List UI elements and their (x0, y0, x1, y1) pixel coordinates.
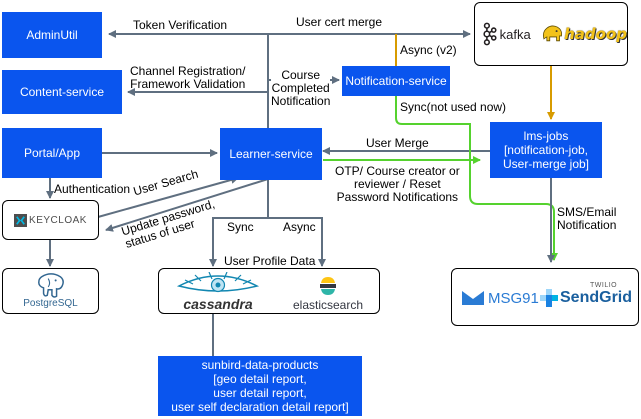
keycloak-box: KEYCLOAK (2, 200, 99, 240)
keycloak-icon (14, 213, 28, 227)
edge-sync-not-used (395, 96, 558, 261)
cassandra-wordmark: cassandra (183, 296, 253, 312)
kafka-icon (483, 22, 497, 46)
content-service-box: Content-service (2, 70, 122, 114)
keycloak-wordmark: KEYCLOAK (29, 214, 87, 226)
label-sync: Sync (227, 220, 254, 234)
cassandra-eye-icon (176, 272, 260, 293)
label-course-completed: Course Completed Notification (271, 68, 331, 108)
sendgrid-icon (540, 289, 558, 307)
label-sync-not-used: Sync(not used now) (400, 100, 507, 114)
edge-update-password (105, 178, 269, 232)
edge-sync (209, 180, 269, 267)
msg91-wordmark: MSG91 (488, 290, 539, 307)
elasticsearch-wordmark: elasticsearch (292, 298, 364, 312)
admin-util-box: AdminUtil (2, 12, 102, 58)
data-products-box: sunbird-data-products [geo detail report… (158, 356, 362, 416)
label-user-profile-data: User Profile Data (224, 254, 316, 268)
notification-service-label: Notification-service (345, 74, 447, 88)
kafka-wordmark: kafka (499, 26, 531, 42)
postgres-wordmark-sql: SQL (57, 298, 78, 309)
label-async-v2: Async (v2) (400, 43, 457, 57)
hadoop-elephant-icon (542, 25, 562, 42)
edge-async (268, 217, 326, 267)
label-sms-email: SMS/Email Notification (557, 205, 617, 232)
label-otp-notifications: OTP/ Course creator or reviewer / Reset … (335, 164, 460, 204)
edge-user-search (97, 176, 239, 218)
admin-util-label: AdminUtil (26, 28, 78, 42)
learner-service-label: Learner-service (229, 147, 313, 161)
label-channel-registration: Channel Registration/ Framework Validati… (130, 64, 246, 91)
cassandra-logo: cassandra (173, 272, 263, 312)
learner-service-box: Learner-service (220, 128, 322, 180)
lms-jobs-box: lms-jobs [notification-job, User-merge j… (490, 122, 602, 178)
portal-app-label: Portal/App (23, 146, 81, 160)
postgres-box: PostgreSQL (2, 268, 99, 314)
sendgrid-wordmark: SendGrid (560, 289, 633, 306)
content-service-label: Content-service (19, 85, 105, 99)
portal-app-box: Portal/App (2, 128, 102, 178)
label-async: Async (283, 220, 316, 234)
elasticsearch-icon (320, 277, 336, 295)
label-user-merge: User Merge (366, 136, 429, 150)
label-token-verification: Token Verification (133, 18, 228, 32)
twilio-wordmark: TWILIO (590, 282, 618, 289)
notification-service-box: Notification-service (342, 66, 450, 96)
hadoop-wordmark: hadoop (564, 25, 627, 43)
label-user-cert-merge: User cert merge (296, 15, 383, 29)
postgres-wordmark: Postgre (23, 298, 58, 309)
storage-box: cassandra elasticsearch (158, 268, 380, 314)
kafka-hadoop-box: kafka hadoop (474, 2, 628, 66)
postgres-elephant-icon (37, 273, 64, 298)
lms-jobs-label: lms-jobs [notification-job, User-merge j… (502, 129, 590, 171)
data-products-label: sunbird-data-products [geo detail report… (171, 358, 349, 414)
label-authentication: Authentication (54, 182, 131, 196)
msg91-icon (462, 291, 484, 305)
elasticsearch-logo: elasticsearch (279, 276, 377, 312)
sms-providers-box: MSG91 TWILIO SendGrid (451, 268, 639, 326)
